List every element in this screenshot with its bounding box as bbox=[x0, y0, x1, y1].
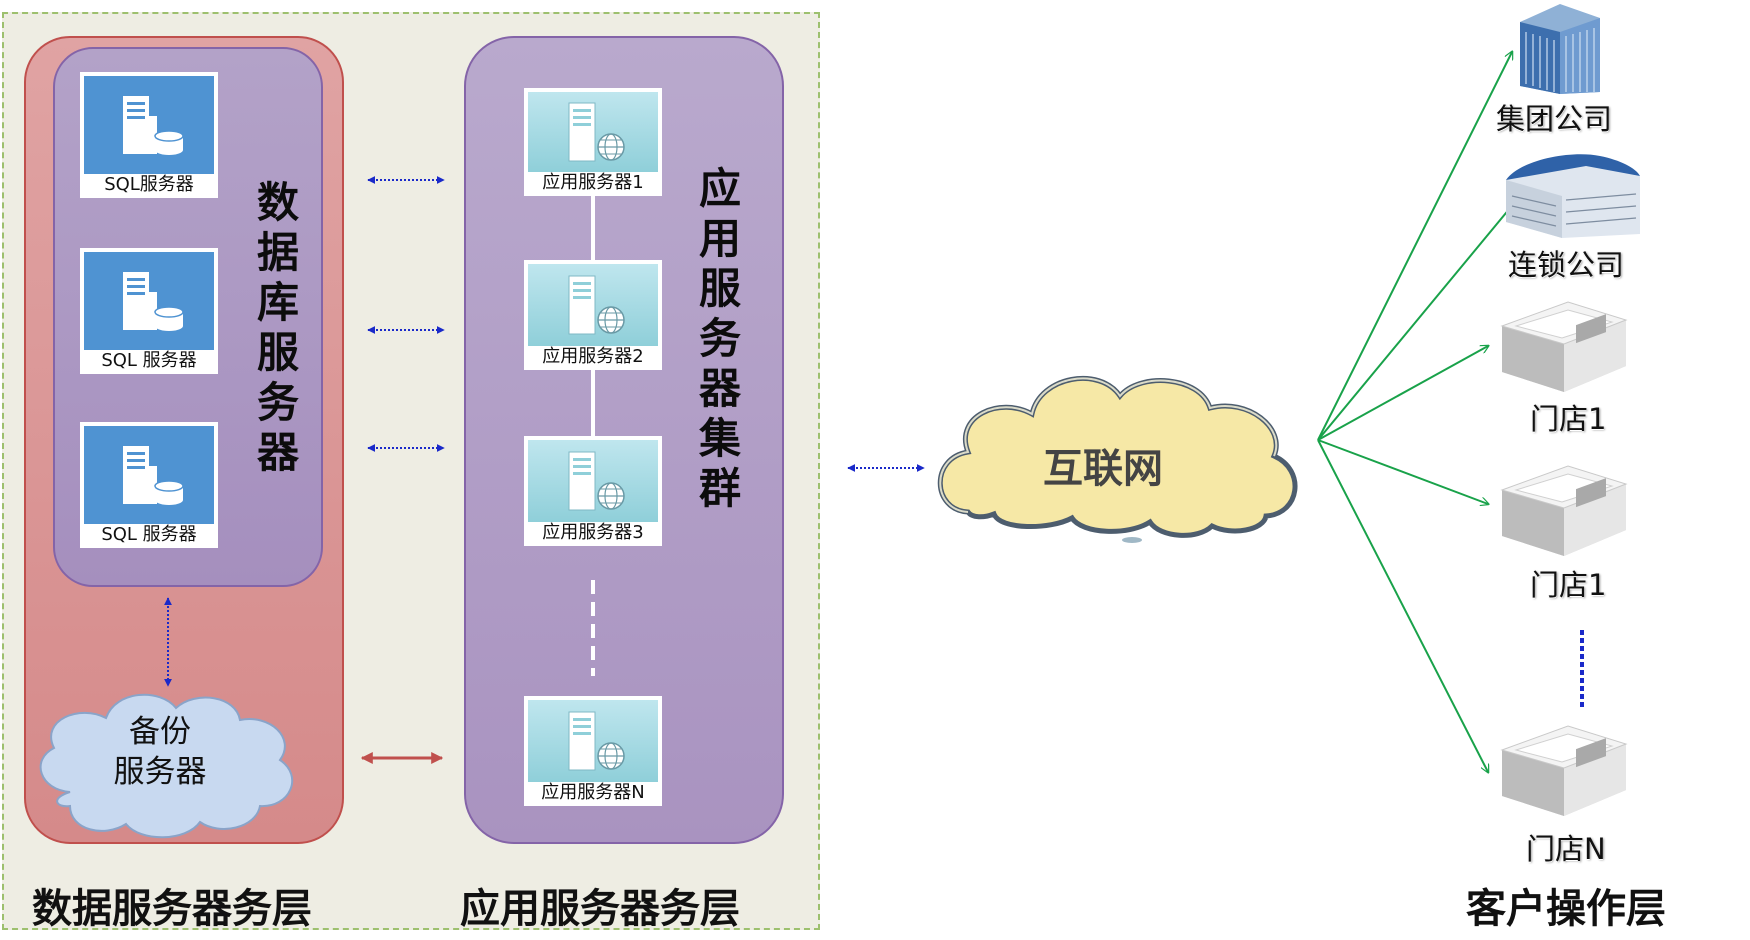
data-layer-label: 数据服务器务层 bbox=[32, 886, 312, 932]
database-server-icon bbox=[123, 96, 184, 155]
web-server-icon bbox=[568, 451, 625, 511]
store-box-icon bbox=[1500, 465, 1628, 556]
corporate-building-icon bbox=[1506, 154, 1640, 238]
internet-label: 互联网 bbox=[1043, 446, 1163, 492]
backup-server-label: 备份 服务器 bbox=[80, 712, 240, 792]
web-server-icon bbox=[568, 275, 625, 335]
backup-line-1: 备份 bbox=[129, 714, 191, 750]
client-label-store: 门店1 bbox=[1530, 402, 1607, 436]
web-server-icon bbox=[568, 102, 625, 162]
app-server-label: 应用服务器2 bbox=[542, 346, 644, 367]
backup-line-2: 服务器 bbox=[113, 754, 207, 790]
app-server-label: 应用服务器3 bbox=[542, 522, 644, 543]
sql-server-3: SQL 服务器 bbox=[80, 422, 218, 548]
client-label-group-company: 集团公司 bbox=[1496, 102, 1613, 136]
sql-server-label: SQL 服务器 bbox=[101, 350, 197, 371]
app-layer-label: 应用服务器务层 bbox=[460, 886, 740, 932]
office-tower-icon bbox=[1520, 4, 1600, 94]
web-server-icon bbox=[568, 711, 625, 771]
app-server-n: 应用服务器N bbox=[524, 696, 662, 806]
sql-server-label: SQL 服务器 bbox=[101, 524, 197, 545]
app-server-3: 应用服务器3 bbox=[524, 436, 662, 546]
app-server-label: 应用服务器1 bbox=[542, 172, 644, 193]
database-server-icon bbox=[123, 446, 184, 505]
db-app-links bbox=[164, 176, 925, 687]
sql-server-1: SQL服务器 bbox=[80, 72, 218, 198]
app-cluster-title: 应用服务器集群 bbox=[698, 164, 741, 513]
client-links bbox=[1317, 52, 1520, 772]
internet-cloud bbox=[937, 375, 1298, 543]
sql-server-2: SQL 服务器 bbox=[80, 248, 218, 374]
app-server-2: 应用服务器2 bbox=[524, 260, 662, 370]
client-label-store: 门店1 bbox=[1530, 568, 1607, 602]
store-box-icon bbox=[1500, 725, 1628, 816]
app-server-1: 应用服务器1 bbox=[524, 88, 662, 196]
database-server-icon bbox=[123, 272, 184, 331]
client-layer-label: 客户操作层 bbox=[1466, 886, 1666, 932]
client-label-store-n: 门店N bbox=[1526, 832, 1606, 866]
client-label-chain-company: 连锁公司 bbox=[1508, 248, 1625, 282]
sql-server-label: SQL服务器 bbox=[104, 174, 194, 195]
database-server-title: 数据库服务器 bbox=[256, 178, 299, 477]
store-box-icon bbox=[1500, 301, 1628, 392]
app-server-label: 应用服务器N bbox=[541, 782, 645, 803]
backup-cloud bbox=[39, 693, 293, 839]
